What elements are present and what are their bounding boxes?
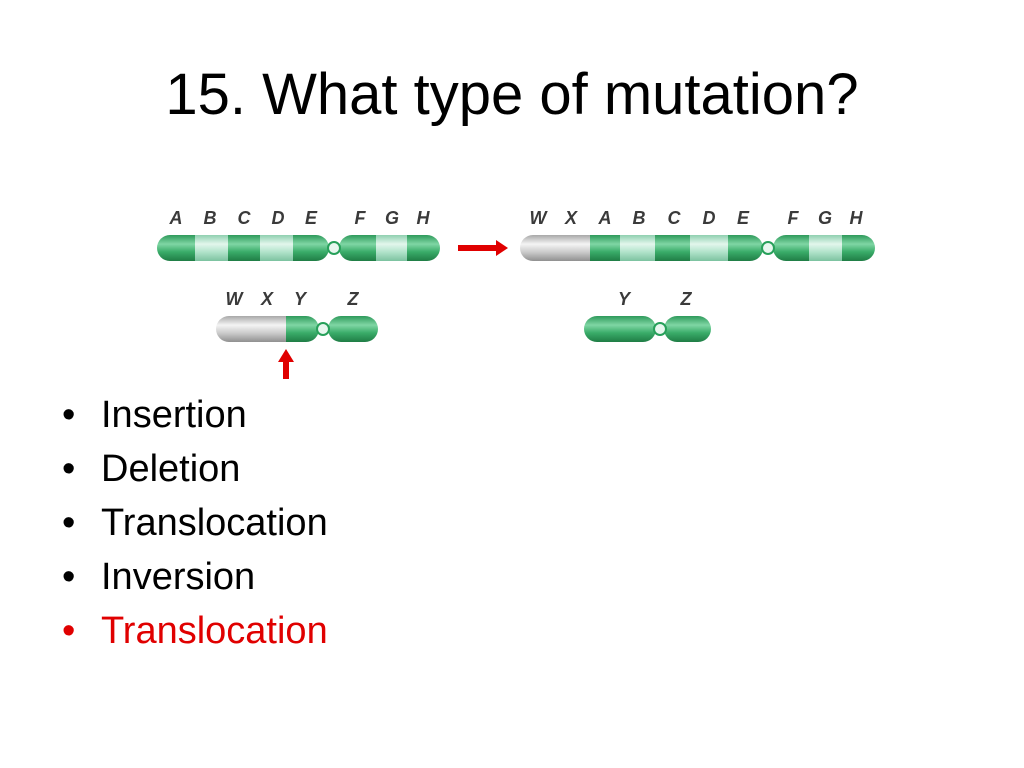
bullet-icon: •: [62, 502, 76, 544]
bullet-icon: •: [62, 610, 76, 652]
translocation-diagram: A B C D E F G H W X A B C: [157, 208, 875, 379]
option-item: • Inversion: [56, 550, 328, 604]
gene-label: H: [417, 208, 431, 228]
gene-label: A: [598, 208, 612, 228]
option-item: • Deletion: [56, 442, 328, 496]
option-label: Insertion: [101, 394, 247, 436]
gene-label: X: [260, 289, 274, 309]
option-item: • Insertion: [56, 388, 328, 442]
gene-label: E: [305, 208, 318, 228]
gene-label: W: [226, 289, 245, 309]
before-chromosome-2: [216, 316, 378, 342]
option-label: Translocation: [101, 502, 328, 544]
gene-label: E: [737, 208, 750, 228]
gene-label: W: [530, 208, 549, 228]
after-chromosome-2: [584, 316, 711, 342]
gene-label: C: [238, 208, 252, 228]
centromere: [327, 241, 341, 255]
centromere: [653, 322, 667, 336]
option-label: Inversion: [101, 556, 256, 598]
gene-label: Y: [294, 289, 308, 309]
after-chromosome-1: [520, 235, 875, 261]
answer-options: • Insertion • Deletion • Translocation •…: [56, 388, 328, 658]
gene-label: G: [385, 208, 399, 228]
gene-label: G: [818, 208, 832, 228]
gene-label: D: [272, 208, 285, 228]
option-item: • Translocation: [56, 496, 328, 550]
gene-label: A: [169, 208, 183, 228]
gene-label: D: [703, 208, 716, 228]
bullet-icon: •: [62, 556, 76, 598]
gene-label: Z: [680, 289, 693, 309]
before-chromosome-1-labels: A B C D E F G H: [169, 208, 431, 228]
right-arrow-icon: [458, 240, 508, 256]
bullet-icon: •: [62, 448, 76, 490]
centromere: [761, 241, 775, 255]
gene-label: C: [668, 208, 682, 228]
before-chromosome-2-labels: W X Y Z: [226, 289, 360, 309]
gene-label: F: [355, 208, 367, 228]
slide-title: 15. What type of mutation?: [165, 62, 859, 127]
option-label: Deletion: [101, 448, 241, 490]
after-chromosome-2-labels: Y Z: [618, 289, 693, 309]
answer-label: Translocation: [101, 610, 328, 652]
bullet-icon: •: [62, 394, 76, 436]
answer-item: • Translocation: [56, 604, 328, 658]
gene-label: B: [204, 208, 217, 228]
before-chromosome-1: [157, 235, 440, 261]
gene-label: B: [633, 208, 646, 228]
after-chromosome-1-labels: W X A B C D E F G H: [530, 208, 864, 228]
gene-label: H: [850, 208, 864, 228]
gene-label: Z: [347, 289, 360, 309]
gene-label: Y: [618, 289, 632, 309]
up-arrow-icon: [278, 349, 294, 379]
gene-label: F: [788, 208, 800, 228]
centromere: [316, 322, 330, 336]
gene-label: X: [564, 208, 578, 228]
